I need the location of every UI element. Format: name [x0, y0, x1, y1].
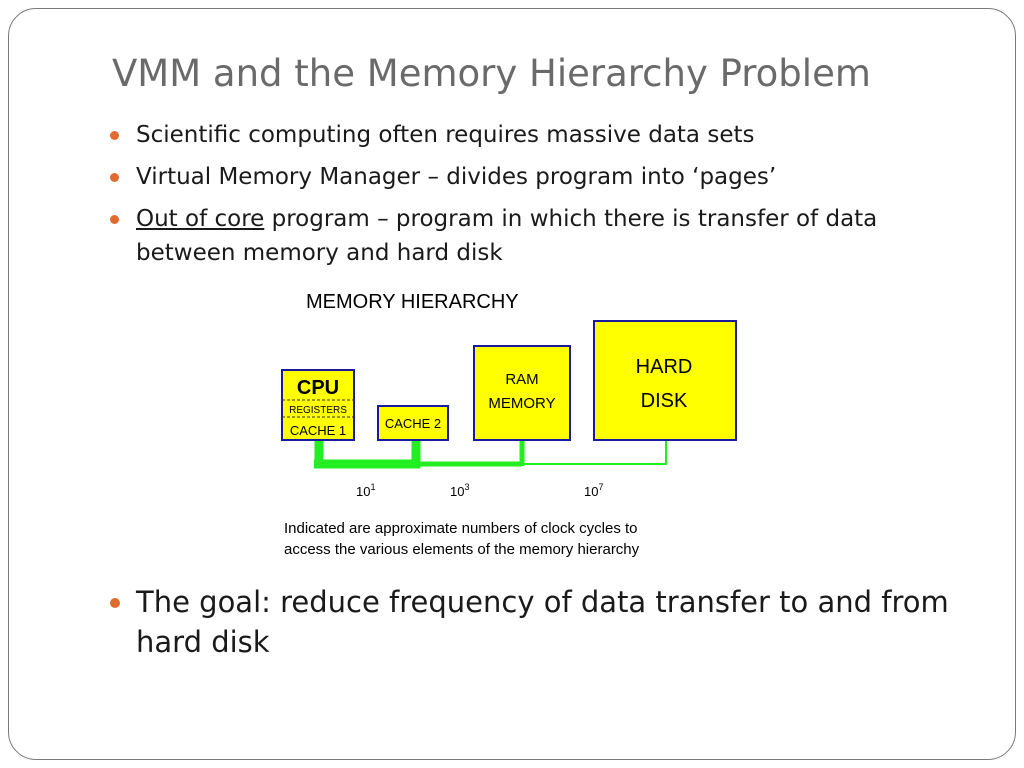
cpu-box [281, 369, 355, 441]
cycles-label-ram: 103 [450, 482, 469, 499]
bullet-text: program – program in which there is tran… [136, 206, 878, 266]
goal-item: The goal: reduce frequency of data trans… [108, 582, 968, 662]
bullet-item: Out of core program – program in which t… [108, 202, 968, 270]
bullet-dot-icon [110, 131, 119, 140]
bullet-item: Scientific computing often requires mass… [108, 118, 968, 152]
memory-hierarchy-svg: MEMORY HIERARCHY CPU REGISTERS CACHE 1 C… [281, 291, 737, 558]
cache2-label: CACHE 2 [385, 416, 441, 431]
cycles-label-cache2: 101 [356, 482, 375, 499]
goal-text: The goal: reduce frequency of data trans… [136, 585, 949, 659]
diagram-title: MEMORY HIERARCHY [306, 291, 519, 313]
cycles-exponent: 3 [464, 482, 469, 492]
hard-disk-box [593, 320, 737, 441]
bullet-item: Virtual Memory Manager – divides program… [108, 160, 968, 194]
slide-title: VMM and the Memory Hierarchy Problem [112, 52, 871, 95]
diagram-caption-line2: access the various elements of the memor… [284, 541, 640, 558]
cycles-base: 10 [450, 484, 464, 499]
goal-list: The goal: reduce frequency of data trans… [108, 582, 968, 670]
cycles-label-disk: 107 [584, 482, 603, 499]
cycles-exponent: 7 [598, 482, 603, 492]
disk-label-line2: DISK [641, 390, 688, 412]
cache2-box [377, 405, 449, 441]
cycles-base: 10 [356, 484, 370, 499]
cycles-base: 10 [584, 484, 598, 499]
cpu-label: CPU [297, 377, 339, 399]
ram-label-line2: MEMORY [488, 395, 555, 412]
out-of-core-term: Out of core [136, 206, 265, 232]
cache1-label: CACHE 1 [290, 423, 346, 438]
bullet-dot-icon [110, 173, 119, 182]
registers-label: REGISTERS [289, 405, 347, 416]
cycles-exponent: 1 [370, 482, 375, 492]
bullet-text: Scientific computing often requires mass… [136, 122, 755, 148]
slide-frame [8, 8, 1016, 760]
ram-label-line1: RAM [505, 371, 538, 388]
memory-hierarchy-diagram: MEMORY HIERARCHY CPU REGISTERS CACHE 1 C… [270, 284, 750, 566]
bullet-text: Virtual Memory Manager – divides program… [136, 164, 777, 190]
ram-box [473, 345, 571, 441]
disk-label-line1: HARD [636, 356, 693, 378]
bullet-dot-icon [110, 598, 120, 608]
bullet-list: Scientific computing often requires mass… [108, 118, 968, 278]
bullet-dot-icon [110, 215, 119, 224]
diagram-caption-line1: Indicated are approximate numbers of clo… [284, 520, 638, 537]
